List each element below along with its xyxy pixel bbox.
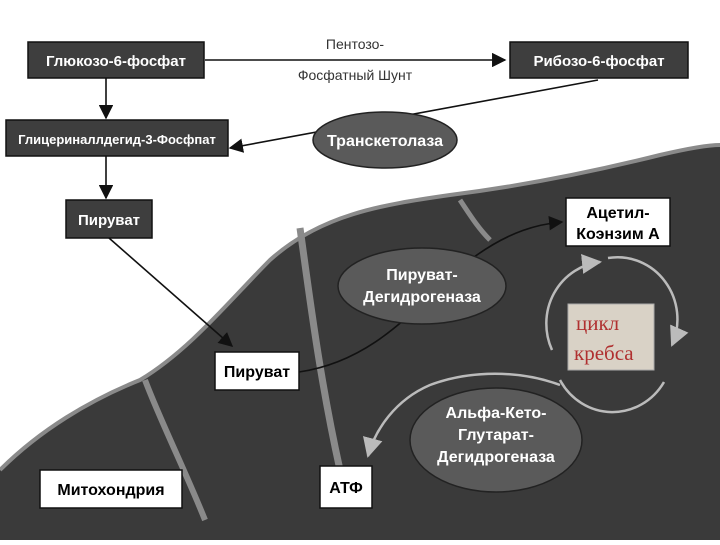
glucose-6-phosphate-box: Глюкозо-6-фосфат xyxy=(27,41,205,79)
ribose-6-phosphate-label: Рибозо-6-фосфат xyxy=(533,53,664,70)
pentose-shunt-label: Пентозо- Фосфатный Шунт xyxy=(298,36,413,83)
glyceraldehyde-3-phosphate-box: Глицериналлдегид-3-Фосфпат xyxy=(5,119,229,157)
krebs-cycle: цикл кребса xyxy=(545,254,689,414)
pdh-line2: Дегидрогеназа xyxy=(363,289,481,306)
mitochondrion-membrane xyxy=(0,143,720,472)
mitochondria-label-box: Митохондрия xyxy=(39,469,183,509)
akg-line3: Дегидрогеназа xyxy=(437,449,555,466)
krebs-label-box xyxy=(567,303,655,371)
alpha-ketoglutarate-dehydrogenase-enzyme: Альфа-Кето- Глутарат- Дегидрогеназа xyxy=(409,387,583,493)
transketolase-label: Транскетолаза xyxy=(327,133,443,150)
pyruvate-cytosol-label: Пируват xyxy=(78,212,140,229)
akg-line2: Глутарат- xyxy=(458,427,534,444)
atp-label: АТФ xyxy=(329,480,363,497)
crista xyxy=(296,227,344,471)
atp-box: АТФ xyxy=(319,465,373,509)
arrow-pyruvate-into-mitochondria xyxy=(108,237,234,347)
acetyl-coa-box: Ацетил- Коэнзим А xyxy=(565,197,671,247)
crista xyxy=(142,378,208,522)
acetyl-coa-line1: Ацетил- xyxy=(586,205,649,222)
mitochondria-label: Митохондрия xyxy=(57,482,164,499)
ribose-6-phosphate-box: Рибозо-6-фосфат xyxy=(509,41,689,79)
pyruvate-cytosol-box: Пируват xyxy=(65,199,153,239)
krebs-line2: кребса xyxy=(574,341,634,365)
arrow-krebs-to-atp xyxy=(363,372,561,458)
pyruvate-dehydrogenase-enzyme: Пируват- Дегидрогеназа xyxy=(337,247,507,325)
crista xyxy=(457,198,492,242)
acetyl-coa-line2: Коэнзим А xyxy=(576,226,660,243)
akg-line1: Альфа-Кето- xyxy=(446,405,547,422)
pyruvate-mitochondria-box: Пируват xyxy=(214,351,300,391)
pdh-line1: Пируват- xyxy=(386,267,457,284)
shunt-line2: Фосфатный Шунт xyxy=(298,67,413,83)
shunt-line1: Пентозо- xyxy=(326,36,385,52)
krebs-line1: цикл xyxy=(576,311,619,335)
glucose-6-phosphate-label: Глюкозо-6-фосфат xyxy=(46,53,186,70)
pyruvate-mitochondria-label: Пируват xyxy=(224,364,290,381)
transketolase-enzyme: Транскетолаза xyxy=(312,111,458,169)
glyceraldehyde-3-phosphate-label: Глицериналлдегид-3-Фосфпат xyxy=(18,132,216,147)
